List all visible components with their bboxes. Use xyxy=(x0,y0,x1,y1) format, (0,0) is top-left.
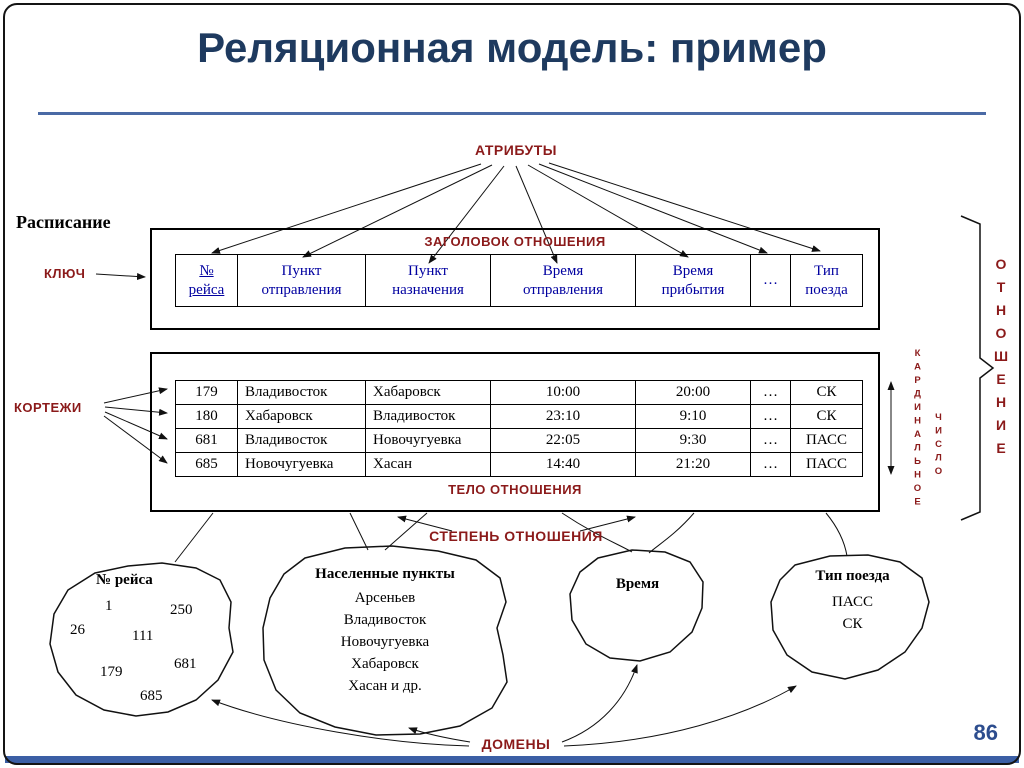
domain-value: Арсеньев xyxy=(354,590,416,606)
table-row: 681 Владивосток Новочугуевка 22:05 9:30 … xyxy=(175,428,863,453)
domain-value: 250 xyxy=(170,602,193,618)
key-arrow xyxy=(95,273,146,281)
column-header-departure-time: Время отправления xyxy=(490,254,636,307)
domain-set-train-type: Тип поезда ПАСС СК xyxy=(775,568,930,635)
domain-value: Владивосток xyxy=(343,612,427,628)
domain-value: Новочугуевка xyxy=(340,634,430,650)
cell-arrival-time: 21:20 xyxy=(635,452,751,477)
cell-flight-no: 179 xyxy=(175,380,238,405)
domain-blob-time xyxy=(569,549,704,662)
cell-train-type: СК xyxy=(790,380,863,405)
domain-value: 1 xyxy=(105,598,113,614)
cell-ellipsis: … xyxy=(750,452,791,477)
label-relation-degree: СТЕПЕНЬ ОТНОШЕНИЯ xyxy=(429,528,603,544)
label-domains: ДОМЕНЫ xyxy=(481,736,551,752)
cell-destination-point: Новочугуевка xyxy=(365,428,491,453)
header-row: № рейса Пункт отправления Пункт назначен… xyxy=(175,254,863,307)
cell-destination-point: Хабаровск xyxy=(365,380,491,405)
relation-data-table: 179 Владивосток Хабаровск 10:00 20:00 … … xyxy=(175,380,863,477)
cell-destination-point: Хасан xyxy=(365,452,491,477)
domain-title: Тип поезда xyxy=(815,568,890,584)
label-cardinal: КАРДИНАЛЬНОЕ xyxy=(912,348,923,510)
table-row: 685 Новочугуевка Хасан 14:40 21:20 … ПАС… xyxy=(175,452,863,477)
relation-body-box: 179 Владивосток Хабаровск 10:00 20:00 … … xyxy=(150,352,880,512)
cell-train-type: ПАСС xyxy=(790,452,863,477)
attribute-arrows xyxy=(211,162,821,264)
domains-arrows xyxy=(211,664,797,747)
cell-departure-time: 23:10 xyxy=(490,404,636,429)
domain-title: Время xyxy=(615,576,660,592)
cell-departure-point: Владивосток xyxy=(237,380,366,405)
page-number: 86 xyxy=(973,720,998,745)
cell-ellipsis: … xyxy=(750,380,791,405)
cell-flight-no: 681 xyxy=(175,428,238,453)
domain-blob-settlements xyxy=(262,545,508,736)
domain-blob-flight-numbers xyxy=(49,562,234,717)
cell-arrival-time: 9:10 xyxy=(635,404,751,429)
cell-departure-time: 10:00 xyxy=(490,380,636,405)
relation-brace xyxy=(960,215,995,521)
cell-train-type: ПАСС xyxy=(790,428,863,453)
cell-arrival-time: 9:30 xyxy=(635,428,751,453)
domain-value: 111 xyxy=(132,628,154,644)
label-key: КЛЮЧ xyxy=(44,266,86,281)
domain-title: № рейса xyxy=(96,572,153,588)
cell-departure-point: Владивосток xyxy=(237,428,366,453)
domain-set-time: Время xyxy=(570,576,705,593)
domain-connector-lines xyxy=(174,512,848,563)
label-number: ЧИСЛО xyxy=(933,412,944,480)
table-row: 179 Владивосток Хабаровск 10:00 20:00 … … xyxy=(175,380,863,405)
cell-ellipsis: … xyxy=(750,404,791,429)
cell-train-type: СК xyxy=(790,404,863,429)
cell-flight-no: 180 xyxy=(175,404,238,429)
domain-value: 26 xyxy=(70,622,85,638)
domain-title: Населенные пункты xyxy=(315,566,455,582)
label-relation: ОТНОШЕНИЕ xyxy=(993,256,1009,463)
cell-arrival-time: 20:00 xyxy=(635,380,751,405)
column-header-train-type: Тип поезда xyxy=(790,254,863,307)
column-header-destination-point: Пункт назначения xyxy=(365,254,491,307)
cell-departure-time: 14:40 xyxy=(490,452,636,477)
column-header-departure-point: Пункт отправления xyxy=(237,254,366,307)
cell-departure-point: Новочугуевка xyxy=(237,452,366,477)
domain-value: 681 xyxy=(174,656,197,672)
label-tuples: КОРТЕЖИ xyxy=(14,400,82,415)
cell-departure-time: 22:05 xyxy=(490,428,636,453)
footer-bar xyxy=(5,756,1019,763)
label-relation-body: ТЕЛО ОТНОШЕНИЯ xyxy=(448,482,582,497)
page-title: Реляционная модель: пример xyxy=(197,24,827,71)
tuple-arrows xyxy=(103,387,168,464)
cell-destination-point: Владивосток xyxy=(365,404,491,429)
domain-value: Хасан и др. xyxy=(348,678,422,694)
domain-value: ПАСС xyxy=(832,594,873,610)
domain-value: 685 xyxy=(140,688,163,704)
cell-ellipsis: … xyxy=(750,428,791,453)
domain-value: Хабаровск xyxy=(351,656,419,672)
degree-arrows xyxy=(397,515,636,532)
domain-blob-train-type xyxy=(770,554,930,680)
column-header-ellipsis: … xyxy=(750,254,791,307)
label-schedule: Расписание xyxy=(16,212,111,232)
label-attributes: АТРИБУТЫ xyxy=(474,142,558,158)
domain-set-settlements: Населенные пункты Арсеньев Владивосток Н… xyxy=(262,566,508,697)
table-row: 180 Хабаровск Владивосток 23:10 9:10 … С… xyxy=(175,404,863,429)
domain-value: 179 xyxy=(100,664,123,680)
domain-value: СК xyxy=(842,616,863,632)
cell-departure-point: Хабаровск xyxy=(237,404,366,429)
title-divider xyxy=(38,112,986,115)
label-relation-heading: ЗАГОЛОВОК ОТНОШЕНИЯ xyxy=(424,234,606,249)
column-header-flight-no: № рейса xyxy=(175,254,238,307)
domain-set-flight-numbers: № рейса 1 250 26 111 681 179 685 xyxy=(50,560,240,720)
relation-heading-box: ЗАГОЛОВОК ОТНОШЕНИЯ № рейса Пункт отправ… xyxy=(150,228,880,330)
column-header-arrival-time: Время прибытия xyxy=(635,254,751,307)
relation-header-table: № рейса Пункт отправления Пункт назначен… xyxy=(175,254,863,307)
cell-flight-no: 685 xyxy=(175,452,238,477)
